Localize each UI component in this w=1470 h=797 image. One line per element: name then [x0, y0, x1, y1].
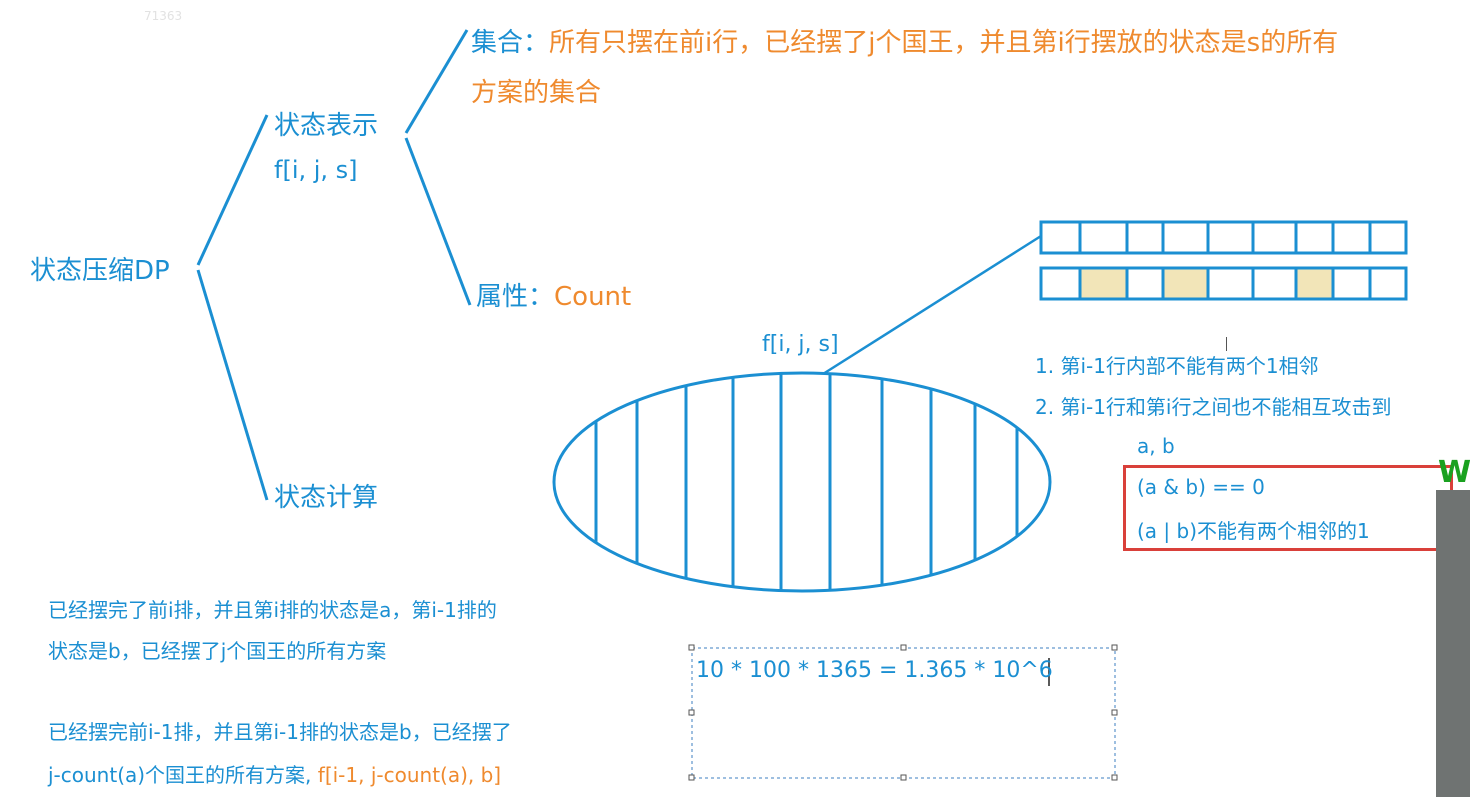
grid-cell: [1039, 220, 1082, 255]
grid-cell: [1125, 266, 1165, 301]
desc2-line2: j-count(a)个国王的所有方案, f[i-1, j-count(a), b…: [48, 759, 501, 788]
attribute-label: 属性：: [476, 282, 555, 312]
grid-cell: [1078, 220, 1129, 255]
state-repr-formula: f[i, j, s]: [274, 156, 358, 184]
grid-cell: [1206, 266, 1255, 301]
desc2-line2-formula: f[i-1, j-count(a), b]: [317, 763, 502, 787]
grid-cell: [1331, 266, 1372, 301]
side-panel: [1436, 490, 1470, 797]
set-label: 集合：: [471, 28, 550, 58]
grid-cell: [1368, 220, 1408, 255]
state-set-ellipse: [552, 371, 1052, 593]
root-node-label: 状态压缩DP: [30, 256, 170, 286]
grid-cell: [1368, 266, 1408, 301]
rule-1: (a & b) == 0: [1137, 475, 1265, 499]
desc2-line1: 已经摆完前i-1排，并且第i-1排的状态是b，已经摆了: [48, 720, 512, 744]
board-grid: [1039, 220, 1408, 301]
attribute-value: Count: [554, 282, 632, 312]
set-text-line2: 方案的集合: [471, 78, 602, 108]
complexity-text[interactable]: 10 * 100 * 1365 = 1.365 * 10^6: [696, 658, 1053, 683]
rule-2: (a | b)不能有两个相邻的1: [1137, 519, 1370, 543]
ellipse-stripes: [594, 373, 1019, 591]
grid-cell: [1078, 266, 1129, 301]
set-text-line1: 所有只摆在前i行，已经摆了j个国王，并且第i行摆放的状态是s的所有: [549, 28, 1339, 58]
grid-cell: [1125, 220, 1165, 255]
edge-root-repr: [196, 114, 269, 266]
side-fragment-text: W: [1438, 455, 1470, 490]
watermark-number: 71363: [144, 9, 183, 23]
edge-ellipse-grid: [822, 234, 1042, 376]
ellipse-label: f[i, j, s]: [762, 332, 839, 357]
grid-cell: [1331, 220, 1372, 255]
state-repr-label: 状态表示: [274, 111, 379, 141]
edge-repr-set: [404, 29, 469, 134]
grid-cell: [1161, 220, 1210, 255]
grid-cell: [1206, 220, 1255, 255]
state-calc-label: 状态计算: [274, 483, 379, 513]
condition-2: 2. 第i-1行和第i行之间也不能相互攻击到: [1035, 395, 1392, 419]
attribute: 属性：Count: [476, 276, 631, 313]
edge-repr-attr: [404, 137, 472, 306]
edge-root-calc: [196, 269, 269, 501]
condition-vars: a, b: [1137, 434, 1175, 458]
grid-cell: [1294, 266, 1335, 301]
grid-cell: [1161, 266, 1210, 301]
text-cursor-icon: [1226, 337, 1227, 351]
grid-cell: [1294, 220, 1335, 255]
desc1-line2: 状态是b，已经摆了j个国王的所有方案: [48, 639, 387, 663]
condition-1: 1. 第i-1行内部不能有两个1相邻: [1035, 354, 1319, 378]
grid-cell: [1251, 220, 1298, 255]
desc1-line1: 已经摆完了前i排，并且第i排的状态是a，第i-1排的: [48, 598, 497, 622]
grid-cell: [1039, 266, 1082, 301]
desc2-line2-prefix: j-count(a)个国王的所有方案,: [48, 763, 318, 787]
set-definition: 集合：所有只摆在前i行，已经摆了j个国王，并且第i行摆放的状态是s的所有: [471, 22, 1338, 59]
grid-cell: [1251, 266, 1298, 301]
